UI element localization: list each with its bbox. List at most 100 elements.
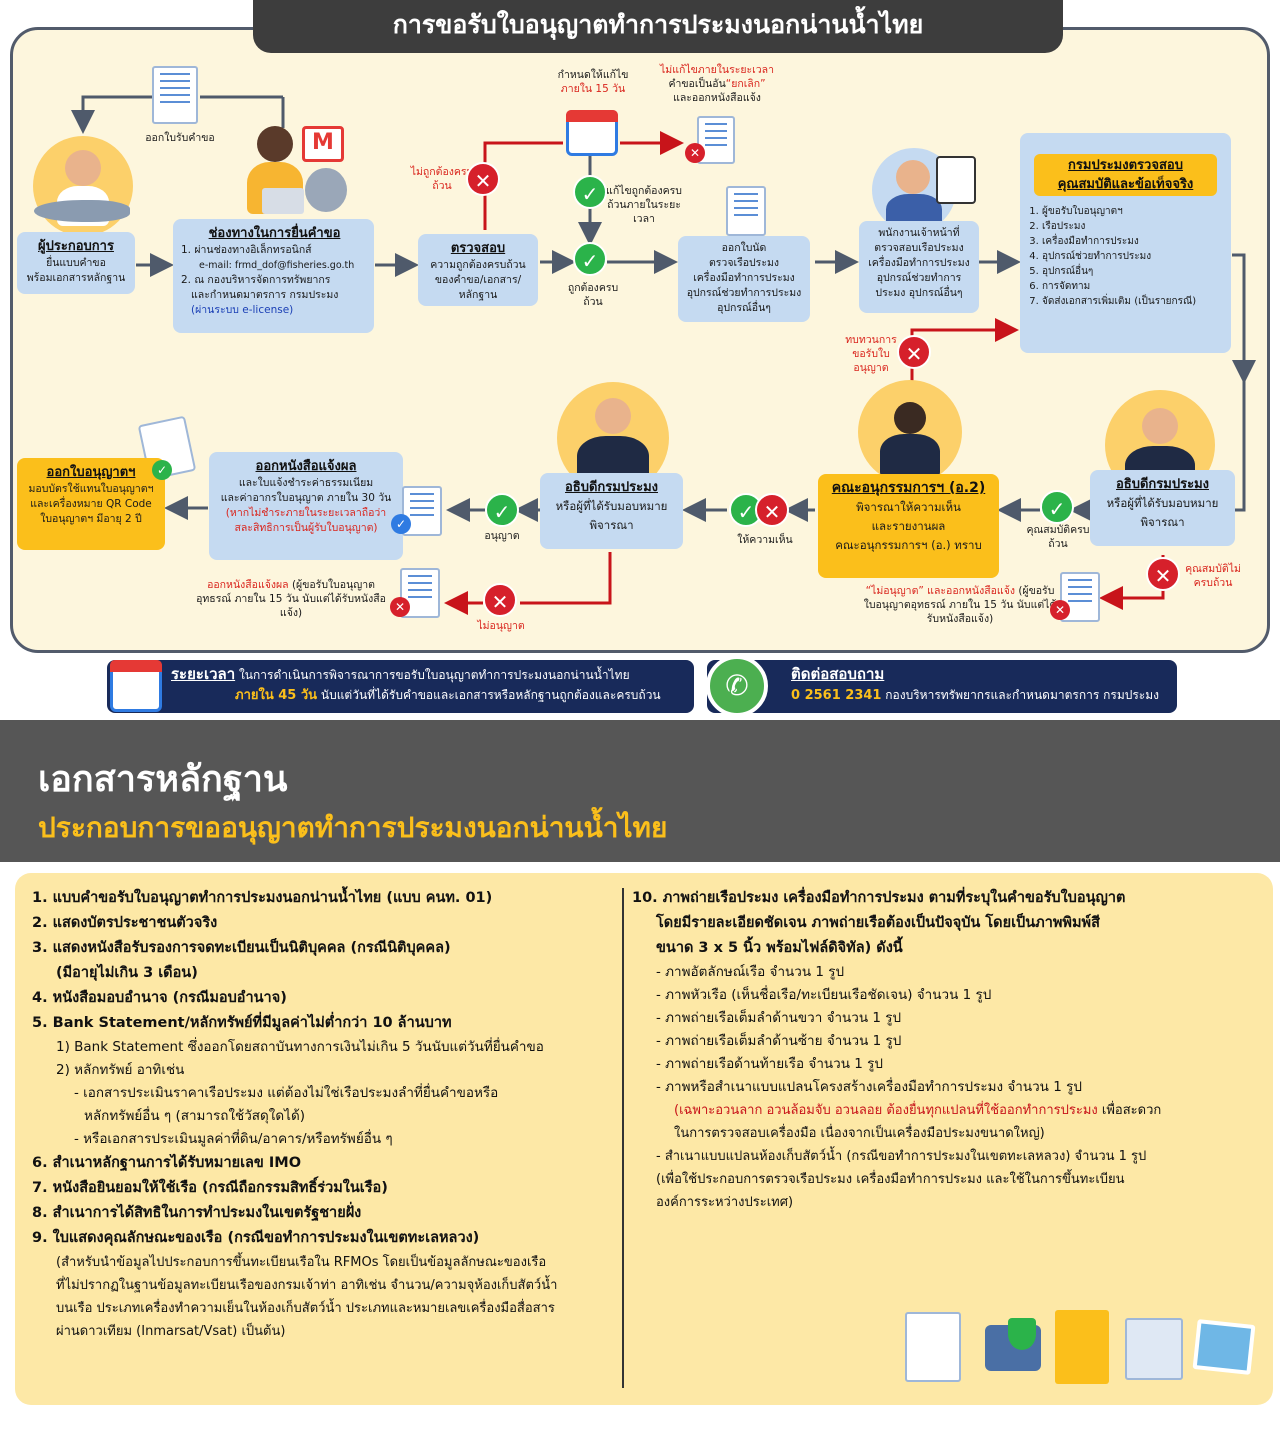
director-mid-box: อธิบดีกรมประมง หรือผู้ที่ได้รับมอบหมาย พ… (540, 473, 683, 549)
correct-label: ถูกต้องครบถ้วน (567, 282, 619, 308)
approved-label: อนุญาต (484, 530, 520, 542)
requirements-left-list: 1. แบบคำขอรับใบอนุญาตทำการประมงนอกน่านน้… (32, 886, 612, 1343)
list-item: - เอกสารประเมินราคาเรือประมง แต่ต้องไม่ใ… (74, 1085, 499, 1101)
list-item: 5. Bank Statement/หลักทรัพย์ที่มีมูลค่าไ… (32, 1015, 452, 1031)
list-item: 7. หนังสือยินยอมให้ใช้เรือ (กรณีถือกรรมส… (32, 1180, 388, 1196)
list-item: 9. ใบแสดงคุณลักษณะของเรือ (กรณีขอทำการปร… (32, 1230, 480, 1246)
checklist-icon (936, 156, 976, 204)
review-x-icon: ✕ (897, 335, 931, 369)
list-item: 4. หนังสือมอบอำนาจ (กรณีมอบอำนาจ) (32, 990, 287, 1006)
building-icon (305, 168, 347, 212)
flow-arrows (71, 95, 1256, 615)
dof-check-list: ผู้ขอรับใบอนุญาตฯ เรือประมง เครื่องมือทำ… (1026, 204, 1225, 309)
result-check-icon: ✓ (391, 514, 411, 534)
channel-box: ช่องทางในการยื่นคำขอ 1. ผ่านช่องทางอิเล็… (173, 219, 374, 333)
calendar-icon (566, 110, 618, 156)
dof-check-item: จัดส่งเอกสารเพิ่มเติม (เป็นรายกรณี) (1042, 294, 1225, 309)
list-item: ในการตรวจสอบเครื่องมือ เนื่องจากเป็นเครื… (674, 1126, 1045, 1141)
documents-subtitle: ประกอบการขออนุญาตทำการประมงนอกน่านน้ำไทย (38, 811, 668, 844)
dof-check-item: อุปกรณ์อื่นๆ (1042, 264, 1225, 279)
approved-check-icon: ✓ (485, 493, 519, 527)
list-item: 1) Bank Statement ซึ่งออกโดยสถาบันทางการ… (56, 1039, 544, 1055)
page-title: การขอรับใบอนุญาตทำการประมงนอกน่านน้ำไทย (253, 0, 1063, 53)
qualified-check-icon: ✓ (1040, 490, 1074, 524)
folder-document-icon (1055, 1310, 1109, 1384)
list-item: 8. สำเนาการได้สิทธิในการทำประมงในเขตรัฐช… (32, 1205, 362, 1221)
incorrect-x-icon: ✕ (466, 162, 500, 196)
not-fixed-label: ไม่แก้ไขภายในระยะเวลา คำขอเป็นอัน“ยกเลิก… (660, 64, 774, 104)
issue-form-label: ออกใบรับคำขอ (145, 132, 215, 144)
list-item: (เฉพาะอวนลาก อวนล้อมจับ อวนลอย ต้องยื่นท… (674, 1103, 1162, 1118)
list-item: (สำหรับนำข้อมูลไปประกอบการขึ้นทะเบียนเรื… (56, 1255, 547, 1270)
list-item: 10. ภาพถ่ายเรือประมง เครื่องมือทำการประม… (632, 890, 1126, 906)
list-item: - ภาพถ่ายเรือด้านท้ายเรือ จำนวน 1 รูป (656, 1056, 883, 1072)
fixed-check-icon: ✓ (573, 175, 607, 209)
notice-bottom-label: ออกหนังสือแจ้งผล (ผู้ขอรับใบอนุญาตอุทธรณ… (196, 579, 386, 619)
list-item: หลักทรัพย์อื่น ๆ (สามารถใช้วัสดุใดได้) (84, 1108, 305, 1124)
review-label: ทบทวนการขอรับใบอนุญาต (845, 334, 897, 374)
dof-check-box: กรมประมงตรวจสอบ คุณสมบัติและข้อเท็จจริง … (1020, 133, 1231, 353)
not-qualified-x-icon: ✕ (1146, 557, 1180, 591)
photo-icon (1192, 1319, 1256, 1375)
cancel-x-icon: ✕ (685, 143, 705, 163)
contact-bar: ติดต่อสอบถาม 0 2561 2341 กองบริหารทรัพยา… (707, 660, 1177, 713)
invoice-icon (1125, 1318, 1183, 1380)
dof-check-item: การจัดทาม (1042, 279, 1225, 294)
list-item: 6. สำเนาหลักฐานการได้รับหมายเลข IMO (32, 1155, 302, 1171)
qualified-label: คุณสมบัติครบถ้วน (1026, 524, 1090, 550)
paper-document-icon (905, 1312, 961, 1382)
appointment-box: ออกใบนัด ตรวจเรือประมง เครื่องมือทำการปร… (678, 236, 810, 322)
opinion-x-icon: ✕ (755, 493, 789, 527)
fish-icon (34, 200, 130, 222)
dof-check-item: เรือประมง (1042, 219, 1225, 234)
list-item: - สำเนาแบบแปลนห้องเก็บสัตว์น้ำ (กรณีขอทำ… (656, 1149, 1147, 1164)
list-item: 2) หลักทรัพย์ อาทิเช่น (56, 1062, 185, 1078)
officer-box: พนักงานเจ้าหน้าที่ ตรวจสอบเรือประมง เครื… (859, 221, 979, 313)
license-check-icon: ✓ (152, 460, 172, 480)
not-allowed-right-label: “ไม่อนุญาต” และออกหนังสือแจ้ง (ผู้ขอรับใ… (863, 585, 1057, 625)
dof-check-item: เครื่องมือทำการประมง (1042, 234, 1225, 249)
list-item: - ภาพหรือสำเนาแบบแปลนโครงสร้างเครื่องมือ… (656, 1079, 1082, 1095)
list-item: - หรือเอกสารประเมินมูลค่าที่ดิน/อาคาร/หร… (74, 1131, 393, 1147)
committee-box: คณะอนุกรรมการฯ (อ.2) พิจารณาให้ความเห็น … (818, 474, 999, 578)
check-box: ตรวจสอบ ความถูกต้องครบถ้วน ของคำขอ/เอกสา… (418, 234, 538, 306)
officer-woman-avatar (245, 122, 305, 214)
requirements-divider (622, 888, 624, 1388)
appointment-document-icon (726, 186, 766, 236)
list-item: 1. แบบคำขอรับใบอนุญาตทำการประมงนอกน่านน้… (32, 890, 493, 906)
list-item: ขนาด 3 x 5 นิ้ว พร้อมไฟล์ดิจิทัล) ดังนี้ (656, 940, 903, 956)
list-item: - ภาพถ่ายเรือเต็มลำด้านขวา จำนวน 1 รูป (656, 1010, 902, 1026)
dof-check-item: ผู้ขอรับใบอนุญาตฯ (1042, 204, 1225, 219)
director-right-box: อธิบดีกรมประมง หรือผู้ที่ได้รับมอบหมาย พ… (1090, 470, 1235, 546)
list-item: ที่ไม่ปรากฏในฐานข้อมูลทะเบียนเรือของกรมเ… (56, 1278, 558, 1293)
notice-x-icon: ✕ (390, 597, 410, 617)
list-item: - ภาพหัวเรือ (เห็นชื่อเรือ/ทะเบียนเรือชั… (656, 987, 992, 1003)
deadline-label: กำหนดให้แก้ไขภายใน 15 วัน (557, 69, 629, 95)
shield-icon (1008, 1318, 1036, 1350)
form-document-icon (152, 66, 198, 124)
list-item: องค์การระหว่างประเทศ) (656, 1195, 794, 1210)
dof-check-item: อุปกรณ์ช่วยทำการประมง (1042, 249, 1225, 264)
result-box: ออกหนังสือแจ้งผล และใบแจ้งชำระค่าธรรมเนี… (209, 452, 403, 560)
committee-avatar (858, 380, 962, 484)
documents-header-band (0, 720, 1280, 862)
documents-title: เอกสารหลักฐาน (38, 759, 288, 800)
list-item: - ภาพถ่ายเรือเต็มลำด้านซ้าย จำนวน 1 รูป (656, 1033, 902, 1049)
not-approved-x-icon: ✕ (483, 583, 517, 617)
not-qualified-label: คุณสมบัติไม่ครบถ้วน (1185, 563, 1241, 589)
reject-x-icon: ✕ (1050, 600, 1070, 620)
list-item: 2. แสดงบัตรประชาชนตัวจริง (32, 915, 218, 931)
list-item: โดยมีรายละเอียดชัดเจน ภาพถ่ายเรือต้องเป็… (656, 915, 1100, 931)
laptop-icon (262, 188, 304, 214)
phone-icon[interactable]: ✆ (706, 655, 768, 717)
applicant-box: ผู้ประกอบการ ยื่นแบบคำขอ พร้อมเอกสารหลัก… (17, 232, 135, 294)
list-item: (เพื่อใช้ประกอบการตรวจเรือประมง เครื่องม… (656, 1172, 1125, 1187)
fixed-label: แก้ไขถูกต้องครบถ้วนภายในระยะเวลา (606, 185, 682, 225)
opinion-label: ให้ความเห็น (737, 534, 793, 546)
list-item: ผ่านดาวเทียม (Inmarsat/Vsat) เป็นต้น) (56, 1324, 286, 1339)
requirements-right-list: 10. ภาพถ่ายเรือประมง เครื่องมือทำการประม… (632, 886, 1257, 1214)
list-item: (มีอายุไม่เกิน 3 เดือน) (56, 965, 198, 981)
not-approved-label: ไม่อนุญาต (477, 620, 525, 632)
timeframe-calendar-icon (110, 660, 162, 712)
list-item: - ภาพอัตลักษณ์เรือ จำนวน 1 รูป (656, 964, 845, 980)
